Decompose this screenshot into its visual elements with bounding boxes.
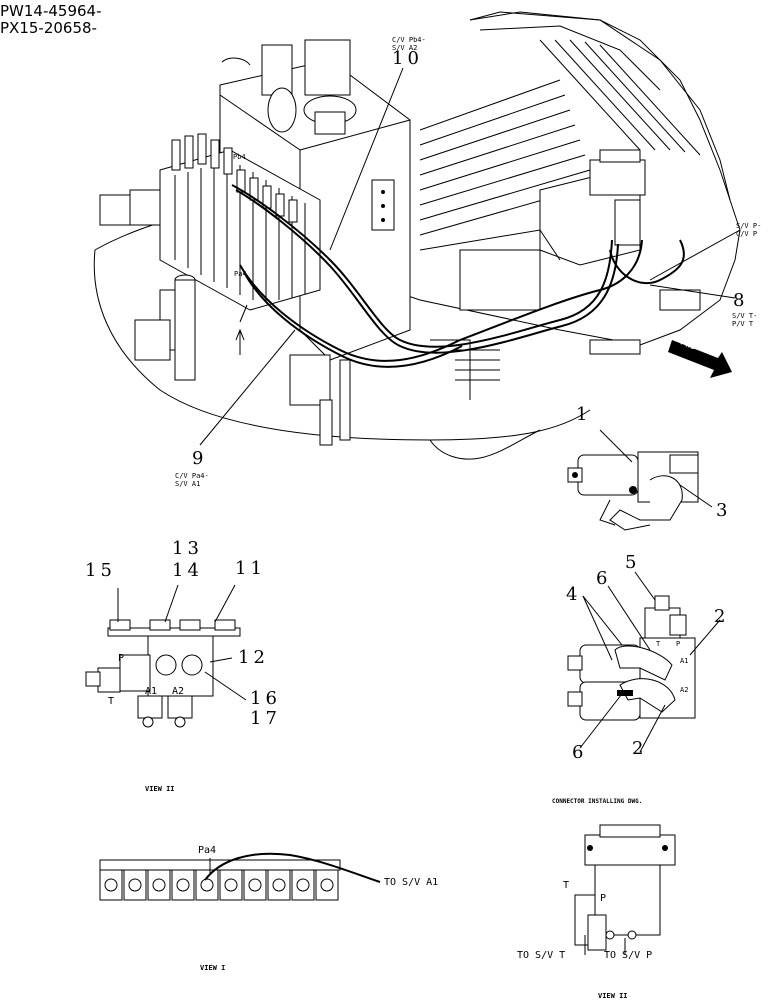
view2-caption: VIEW II	[145, 785, 175, 793]
view2-port-a1: A1	[145, 686, 158, 697]
view2b-to-sv-t: TO S/V T	[517, 950, 566, 961]
serial-range-2: PX15-20658-	[0, 19, 97, 37]
view1-port-pa4: Pa4	[198, 845, 217, 856]
view1-caption: VIEW I	[200, 964, 226, 972]
view2-callout-13: 13	[172, 538, 203, 559]
callout-9-label: C/V Pa4- S/V A1	[175, 472, 209, 488]
connector-callout-5: 5	[625, 552, 641, 573]
connector-callout-6-top: 6	[596, 568, 612, 589]
view2-port-p: P	[118, 653, 125, 664]
view2-callout-14: 14	[172, 560, 203, 581]
port-pa4-label: Pa4	[234, 270, 247, 278]
view2-callout-12: 12	[238, 647, 269, 668]
view2-callout-15: 15	[85, 560, 116, 581]
view2-callout-16: 16	[250, 688, 281, 709]
connector-port-p: P	[676, 640, 681, 648]
callout-9-number: 9	[192, 448, 208, 469]
callout-8-label: S/V T- P/V T	[732, 312, 758, 328]
callout-1-number: 1	[576, 404, 592, 425]
callout-3-number: 3	[716, 500, 732, 521]
callout-10-label: C/V Pb4- S/V A2	[392, 36, 426, 52]
callout-10-number: 10	[392, 48, 423, 69]
connector-callout-4: 4	[566, 584, 582, 605]
view1-to-sv-a1: TO S/V A1	[384, 877, 439, 888]
view2b-port-p: P	[600, 893, 607, 904]
view2-callout-11: 11	[235, 558, 266, 579]
view2-port-a2: A2	[172, 686, 185, 697]
callout-7-label: S/V P- C/V P	[736, 222, 762, 238]
connector-port-t: T	[656, 640, 661, 648]
connector-callout-2-bottom: 2	[632, 738, 648, 759]
view2b-caption: VIEW II	[598, 992, 628, 1000]
port-pb4-label: Pb4	[233, 153, 246, 161]
view2-callout-17: 17	[250, 708, 281, 729]
connector-caption: CONNECTOR INSTALLING DWG.	[552, 798, 643, 805]
connector-port-a1: A1	[680, 657, 689, 665]
view2-port-t: T	[108, 696, 115, 707]
callout-8-number: 8	[733, 290, 749, 311]
view2b-port-t: T	[563, 880, 570, 891]
serial-range-1: PW14-45964-	[0, 2, 102, 20]
connector-callout-2-top: 2	[714, 606, 730, 627]
connector-port-a2: A2	[680, 686, 689, 694]
view2b-to-sv-p: TO S/V P	[604, 950, 653, 961]
connector-callout-6-bottom: 6	[572, 742, 588, 763]
